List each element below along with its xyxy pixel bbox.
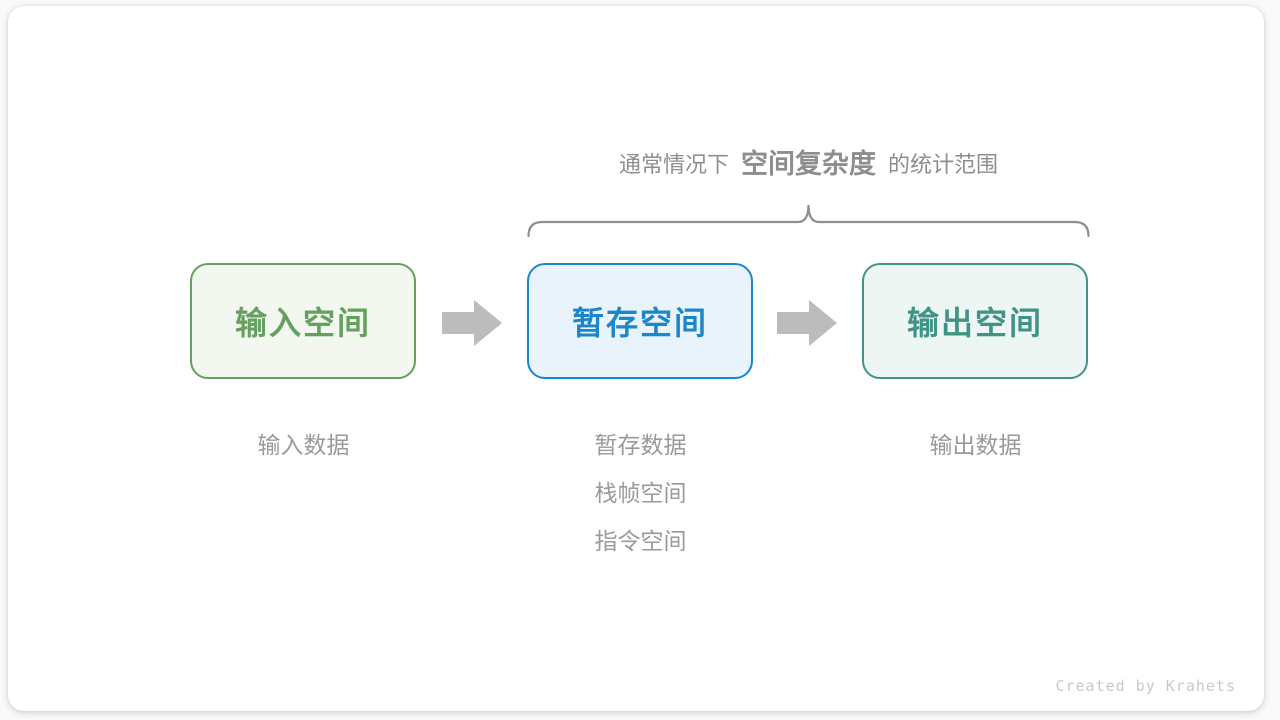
temporary-space-box: 暂存空间 — [527, 263, 753, 379]
input-space-label: 输入空间 — [234, 305, 371, 341]
title-suffix: 的统计范围 — [888, 152, 999, 177]
curly-brace — [527, 204, 1090, 238]
temporary-space-label: 暂存空间 — [571, 305, 708, 341]
credit-text: Created by Krahets — [1055, 677, 1236, 695]
input-space-notes: 输入数据 — [190, 421, 417, 469]
output-space-label: 输出空间 — [906, 305, 1043, 341]
title-prefix: 通常情况下 — [618, 152, 729, 177]
diagram-title: 通常情况下空间复杂度的统计范围 — [527, 146, 1090, 183]
arrow-right-icon — [777, 300, 837, 346]
arrow-right-icon — [442, 300, 502, 346]
diagram-card: 通常情况下空间复杂度的统计范围 输入空间 暂存空间 输出空间 输入数据 暂存数据… — [8, 6, 1264, 711]
input-space-box: 输入空间 — [190, 263, 416, 379]
output-space-notes: 输出数据 — [862, 421, 1089, 469]
output-space-box: 输出空间 — [862, 263, 1088, 379]
title-highlight: 空间复杂度 — [741, 149, 876, 179]
note-item: 栈帧空间 — [594, 480, 687, 506]
note-item: 输出数据 — [929, 432, 1022, 458]
note-item: 指令空间 — [594, 528, 687, 554]
temporary-space-notes: 暂存数据 栈帧空间 指令空间 — [527, 421, 754, 565]
note-item: 输入数据 — [257, 432, 350, 458]
note-item: 暂存数据 — [594, 432, 687, 458]
